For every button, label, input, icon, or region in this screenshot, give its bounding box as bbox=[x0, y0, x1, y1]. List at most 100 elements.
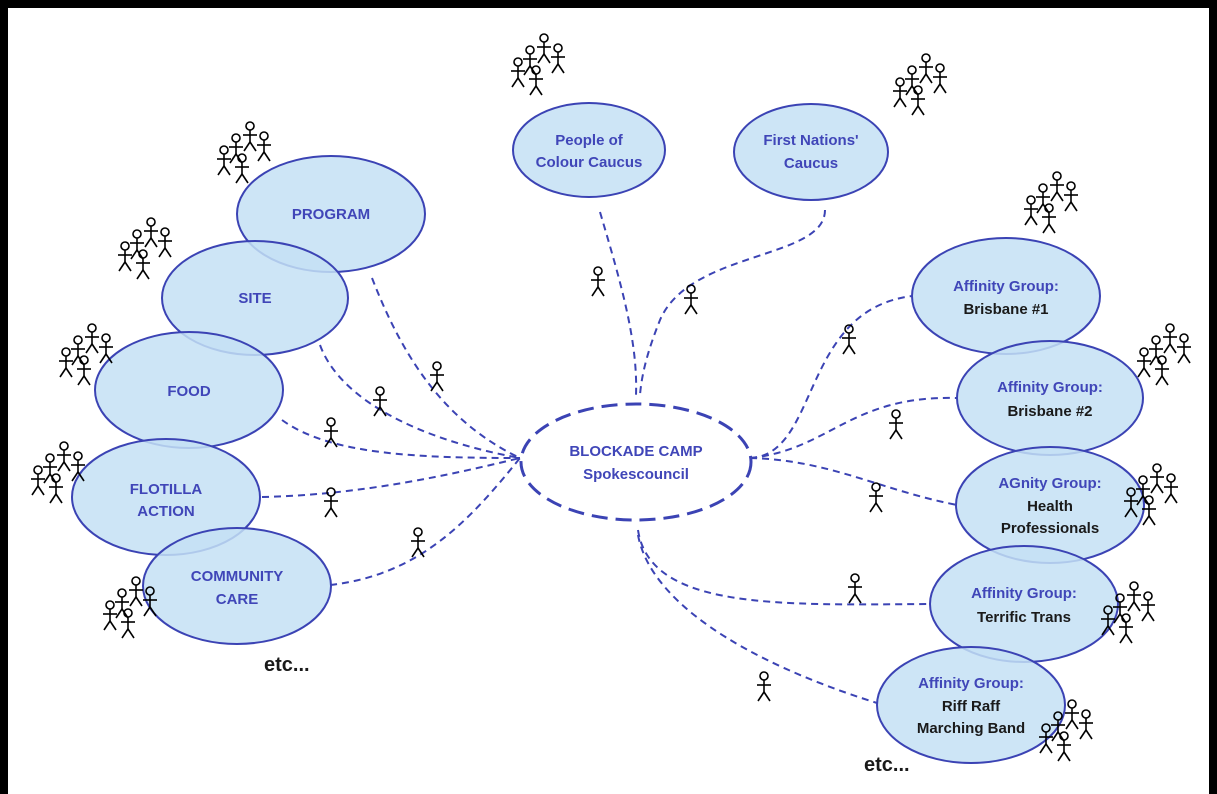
person-icon bbox=[889, 409, 903, 440]
affinity-riffraff-name1: Riff Raff bbox=[942, 698, 1001, 715]
link-riffraff bbox=[637, 534, 878, 704]
person-icon bbox=[1064, 181, 1078, 212]
hub-title: BLOCKADE CAMP bbox=[569, 443, 702, 460]
person-icon bbox=[1127, 581, 1141, 612]
link-community bbox=[329, 457, 521, 586]
person-icon bbox=[129, 576, 143, 607]
group-node-community bbox=[142, 527, 332, 645]
person-icon bbox=[324, 417, 338, 448]
affinity-trans-heading: Affinity Group: bbox=[971, 585, 1077, 602]
link-health bbox=[749, 457, 958, 506]
person-icon bbox=[1051, 711, 1065, 742]
person-icon bbox=[1039, 723, 1053, 754]
person-icon bbox=[1079, 709, 1093, 740]
caucus-firstnations-line1: First Nations' bbox=[763, 132, 858, 149]
affinity-brisbane2-name: Brisbane #2 bbox=[1007, 403, 1092, 420]
person-icon bbox=[919, 53, 933, 84]
person-icon bbox=[77, 355, 91, 386]
person-icon bbox=[1065, 699, 1079, 730]
group-community-line2: CARE bbox=[216, 591, 259, 608]
group-community-line1: COMMUNITY bbox=[191, 568, 284, 585]
affinity-health-name2: Professionals bbox=[1001, 520, 1099, 537]
affinity-brisbane1-heading: Affinity Group: bbox=[953, 278, 1059, 295]
person-icon bbox=[905, 65, 919, 96]
person-icon bbox=[143, 586, 157, 617]
person-icon bbox=[1163, 323, 1177, 354]
person-icon bbox=[551, 43, 565, 74]
hub-node bbox=[519, 402, 753, 522]
group-site-label: SITE bbox=[238, 290, 271, 307]
person-icon bbox=[158, 227, 172, 258]
person-icon bbox=[933, 63, 947, 94]
person-icon bbox=[121, 608, 135, 639]
person-icon bbox=[1124, 487, 1138, 518]
person-icon bbox=[1036, 183, 1050, 214]
person-icon bbox=[118, 241, 132, 272]
person-icon bbox=[1024, 195, 1038, 226]
connector-lines bbox=[261, 209, 958, 704]
person-icon bbox=[1119, 613, 1133, 644]
link-poc bbox=[599, 211, 638, 396]
person-icon bbox=[911, 85, 925, 116]
person-icon bbox=[49, 473, 63, 504]
person-icon bbox=[1042, 203, 1056, 234]
caucus-poc-line1: People of bbox=[555, 132, 624, 149]
person-icon bbox=[144, 217, 158, 248]
person-icon bbox=[1164, 473, 1178, 504]
etc-right: etc... bbox=[864, 754, 910, 776]
link-program bbox=[371, 277, 521, 459]
group-food-label: FOOD bbox=[167, 383, 210, 400]
person-icon bbox=[869, 482, 883, 513]
person-icon bbox=[324, 487, 338, 518]
person-icon bbox=[1142, 495, 1156, 526]
group-flotilla-line1: FLOTILLA bbox=[130, 481, 203, 498]
group-flotilla-line2: ACTION bbox=[137, 503, 195, 520]
person-icon bbox=[71, 335, 85, 366]
person-icon bbox=[99, 333, 113, 364]
caucus-firstnations-line2: Caucus bbox=[784, 155, 838, 172]
person-icon bbox=[1050, 171, 1064, 202]
person-icon bbox=[1141, 591, 1155, 622]
affinity-health-heading: AGnity Group: bbox=[998, 475, 1101, 492]
affinity-riffraff-heading: Affinity Group: bbox=[918, 675, 1024, 692]
person-icon bbox=[684, 284, 698, 315]
link-trans bbox=[637, 529, 931, 606]
affinity-riffraff-name2: Marching Band bbox=[917, 720, 1025, 737]
person-icon bbox=[1057, 731, 1071, 762]
person-icon bbox=[511, 57, 525, 88]
etc-left: etc... bbox=[264, 654, 310, 676]
person-icon bbox=[71, 451, 85, 482]
stick-figures bbox=[31, 33, 1191, 762]
hub-subtitle: Spokescouncil bbox=[583, 466, 689, 483]
person-icon bbox=[115, 588, 129, 619]
person-icon bbox=[591, 266, 605, 297]
person-icon bbox=[136, 249, 150, 280]
affinity-node-brisbane1 bbox=[911, 237, 1101, 355]
person-icon bbox=[57, 441, 71, 472]
group-program-label: PROGRAM bbox=[292, 206, 370, 223]
person-icon bbox=[411, 527, 425, 558]
affinity-brisbane1-name: Brisbane #1 bbox=[963, 301, 1048, 318]
person-icon bbox=[529, 65, 543, 96]
link-site bbox=[319, 344, 521, 459]
affinity-trans-name: Terrific Trans bbox=[977, 609, 1071, 626]
person-icon bbox=[235, 153, 249, 184]
person-icon bbox=[893, 77, 907, 108]
person-icon bbox=[1137, 347, 1151, 378]
affinity-node-brisbane2 bbox=[956, 340, 1144, 456]
person-icon bbox=[229, 133, 243, 164]
link-brisbane2 bbox=[749, 396, 958, 459]
person-icon bbox=[243, 121, 257, 152]
link-food bbox=[281, 419, 521, 459]
person-icon bbox=[1150, 463, 1164, 494]
person-icon bbox=[842, 324, 856, 355]
person-icon bbox=[59, 347, 73, 378]
person-icon bbox=[523, 45, 537, 76]
affinity-brisbane2-heading: Affinity Group: bbox=[997, 379, 1103, 396]
link-flotilla bbox=[261, 457, 521, 498]
person-icon bbox=[1149, 335, 1163, 366]
affinity-health-name1: Health bbox=[1027, 498, 1073, 515]
person-icon bbox=[1177, 333, 1191, 364]
person-icon bbox=[848, 573, 862, 604]
